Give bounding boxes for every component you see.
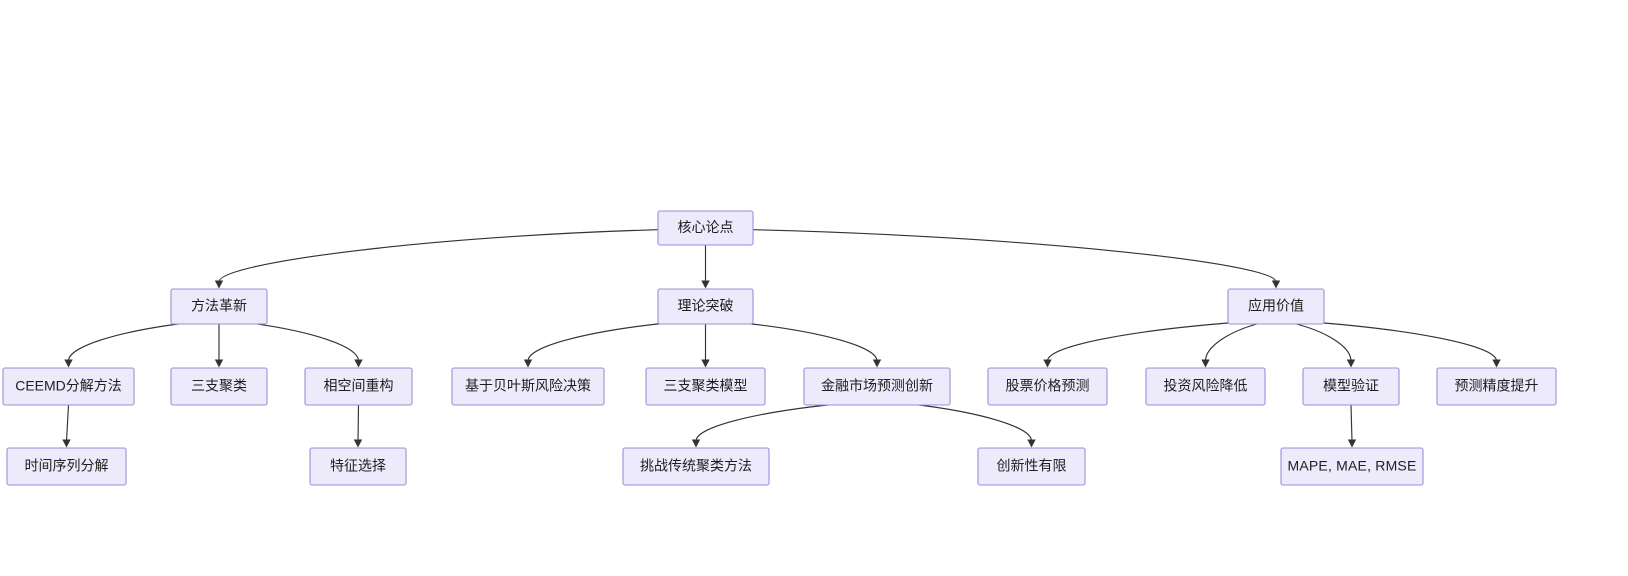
node-box-featsel[interactable]: [309, 447, 407, 486]
edge-value-to-stock: [1046, 322, 1229, 362]
arrowhead-limited: [1027, 439, 1036, 448]
node-label-challenge: 挑战传统聚类方法: [640, 458, 752, 474]
edge-phase-to-featsel: [357, 404, 360, 442]
node-box-metrics[interactable]: [1280, 447, 1424, 486]
node-stock[interactable]: 股票价格预测: [987, 367, 1108, 406]
node-label-tsdecomp: 时间序列分解: [25, 458, 109, 474]
arrowhead-challenge: [691, 439, 701, 448]
node-label-ceemd: CEEMD分解方法: [15, 378, 122, 394]
arrowhead-ceemd: [64, 359, 73, 368]
node-box-value[interactable]: [1227, 288, 1325, 325]
node-threeway[interactable]: 三支聚类: [170, 367, 268, 406]
arrowhead-twmodel: [701, 359, 710, 368]
node-bayes[interactable]: 基于贝叶斯风险决策: [451, 367, 605, 406]
edge-theory-to-fin: [743, 322, 878, 362]
node-label-metrics: MAPE, MAE, RMSE: [1287, 458, 1416, 474]
node-label-featsel: 特征选择: [330, 458, 386, 474]
edge-ceemd-to-tsdecomp: [65, 404, 70, 442]
node-box-fin[interactable]: [803, 367, 951, 406]
node-box-challenge[interactable]: [622, 447, 770, 486]
node-box-limited[interactable]: [977, 447, 1086, 486]
node-label-phase: 相空间重构: [324, 378, 394, 394]
arrowhead-theory: [701, 280, 710, 289]
node-box-tsdecomp[interactable]: [6, 447, 127, 486]
node-label-twmodel: 三支聚类模型: [664, 378, 748, 394]
node-limited[interactable]: 创新性有限: [977, 447, 1086, 486]
node-box-bayes[interactable]: [451, 367, 605, 406]
edge-value-to-verify: [1292, 322, 1352, 362]
node-ceemd[interactable]: CEEMD分解方法: [2, 367, 135, 406]
node-box-risk[interactable]: [1145, 367, 1266, 406]
arrowhead-fin: [872, 359, 882, 368]
arrowhead-stock: [1043, 359, 1052, 368]
arrowhead-phase: [354, 359, 363, 368]
node-label-risk: 投资风险降低: [1164, 378, 1248, 394]
node-label-accuracy: 预测精度提升: [1455, 378, 1539, 394]
node-box-method[interactable]: [170, 288, 268, 325]
node-tsdecomp[interactable]: 时间序列分解: [6, 447, 127, 486]
edge-value-to-accuracy: [1323, 322, 1498, 362]
edge-method-to-phase: [249, 322, 360, 362]
arrowhead-risk: [1201, 359, 1210, 368]
node-method[interactable]: 方法革新: [170, 288, 268, 325]
node-label-fin: 金融市场预测创新: [821, 378, 933, 394]
arrowhead-method: [214, 280, 224, 289]
node-theory[interactable]: 理论突破: [657, 288, 754, 325]
node-box-verify[interactable]: [1302, 367, 1400, 406]
arrowhead-metrics: [1347, 439, 1357, 448]
arrowhead-featsel: [353, 439, 363, 448]
edge-method-to-ceemd: [67, 322, 186, 362]
node-box-root[interactable]: [657, 210, 754, 246]
edge-root-to-method: [218, 229, 659, 283]
node-phase[interactable]: 相空间重构: [304, 367, 413, 406]
arrowhead-accuracy: [1492, 359, 1501, 368]
node-risk[interactable]: 投资风险降低: [1145, 367, 1266, 406]
node-label-method: 方法革新: [191, 298, 247, 314]
node-box-theory[interactable]: [657, 288, 754, 325]
node-verify[interactable]: 模型验证: [1302, 367, 1400, 406]
node-box-ceemd[interactable]: [2, 367, 135, 406]
node-accuracy[interactable]: 预测精度提升: [1436, 367, 1557, 406]
node-label-threeway: 三支聚类: [191, 378, 247, 394]
node-challenge[interactable]: 挑战传统聚类方法: [622, 447, 770, 486]
edge-value-to-risk: [1204, 322, 1261, 362]
node-value[interactable]: 应用价值: [1227, 288, 1325, 325]
edge-fin-to-challenge: [695, 403, 838, 442]
node-label-value: 应用价值: [1248, 298, 1304, 314]
node-label-stock: 股票价格预测: [1006, 378, 1090, 394]
arrowhead-bayes: [523, 359, 533, 368]
edge-verify-to-metrics: [1350, 404, 1353, 442]
node-label-theory: 理论突破: [678, 298, 734, 314]
node-label-limited: 创新性有限: [997, 458, 1067, 474]
node-box-threeway[interactable]: [170, 367, 268, 406]
node-label-bayes: 基于贝叶斯风险决策: [465, 378, 591, 394]
edge-fin-to-limited: [910, 403, 1033, 442]
node-fin[interactable]: 金融市场预测创新: [803, 367, 951, 406]
node-box-phase[interactable]: [304, 367, 413, 406]
node-metrics[interactable]: MAPE, MAE, RMSE: [1280, 447, 1424, 486]
edge-layer: [62, 229, 1501, 448]
node-label-root: 核心论点: [678, 219, 734, 235]
node-box-twmodel[interactable]: [645, 367, 766, 406]
node-root[interactable]: 核心论点: [657, 210, 754, 246]
node-box-accuracy[interactable]: [1436, 367, 1557, 406]
arrowhead-value: [1271, 280, 1281, 289]
arrowhead-verify: [1346, 359, 1356, 368]
node-label-verify: 模型验证: [1323, 378, 1379, 394]
arrowhead-threeway: [214, 359, 224, 368]
node-twmodel[interactable]: 三支聚类模型: [645, 367, 766, 406]
edge-theory-to-bayes: [527, 322, 667, 362]
arrowhead-tsdecomp: [62, 439, 71, 448]
edge-root-to-value: [752, 229, 1277, 283]
node-featsel[interactable]: 特征选择: [309, 447, 407, 486]
node-box-stock[interactable]: [987, 367, 1108, 406]
